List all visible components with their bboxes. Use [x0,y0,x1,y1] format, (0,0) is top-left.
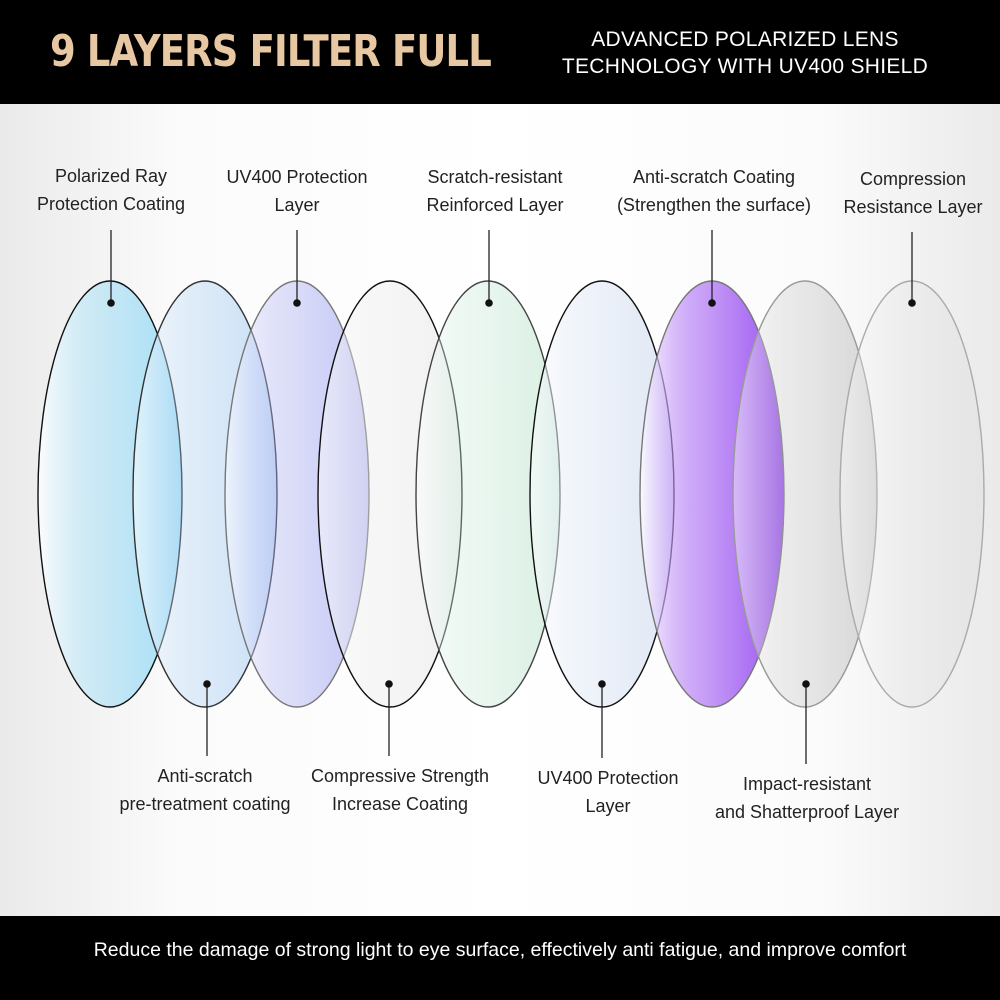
label-line: UV400 Protection [537,768,679,788]
layer-label-compression-resistance: Compression Resistance Layer [813,165,1000,221]
label-line: pre-treatment coating [119,794,291,814]
tagline-line-2: TECHNOLOGY WITH UV400 SHIELD [561,55,929,78]
label-line: Polarized Ray [54,166,168,186]
label-line: and Shatterproof Layer [714,802,900,822]
label-line: Resistance Layer [843,197,983,217]
header-tagline: ADVANCED POLARIZED LENS TECHNOLOGY WITH … [545,26,945,80]
layer-label-polarized-ray: Polarized Ray Protection Coating [11,162,211,218]
label-line: UV400 Protection [226,167,368,187]
label-line: Impact-resistant [742,774,872,794]
lens-layers-diagram [37,230,985,764]
top-callout-1-marker-dot [107,299,115,307]
label-line: Layer [274,195,320,215]
label-line: Protection Coating [36,194,186,214]
layer-label-impact-resistant: Impact-resistant and Shatterproof Layer [707,770,907,826]
bottom-callout-1-marker-dot [203,680,211,688]
label-line: Anti-scratch Coating [632,167,796,187]
layer-label-scratch-resistant: Scratch-resistant Reinforced Layer [395,163,595,219]
label-line: (Strengthen the surface) [616,195,812,215]
bottom-callout-4-marker-dot [802,680,810,688]
label-line: Layer [585,796,631,816]
callout-markers [107,230,916,764]
label-line: Compression [859,169,967,189]
layer-label-uv400-bottom: UV400 Protection Layer [508,764,708,820]
layer-label-uv400-top: UV400 Protection Layer [197,163,397,219]
tagline-line-1: ADVANCED POLARIZED LENS [591,28,899,51]
top-callout-4-marker-dot [708,299,716,307]
label-line: Compressive Strength [310,766,490,786]
footer-bar [0,916,1000,1000]
top-callout-3-marker-dot [485,299,493,307]
label-line: Anti-scratch [157,766,253,786]
label-line: Increase Coating [331,794,469,814]
layer-label-compressive-strength: Compressive Strength Increase Coating [300,762,500,818]
label-line: Scratch-resistant [427,167,563,187]
top-callout-5-marker-dot [908,299,916,307]
lens-stack [37,280,985,708]
top-callout-2-marker-dot [293,299,301,307]
layer-label-anti-scratch-coating: Anti-scratch Coating (Strengthen the sur… [614,163,814,219]
page-title: 9 LAYERS FILTER FULL [50,26,492,77]
lens-layer-9 [839,280,985,708]
label-line: Reinforced Layer [426,195,564,215]
bottom-callout-3-marker-dot [598,680,606,688]
footer-text: Reduce the damage of strong light to eye… [93,939,907,961]
header-bar [0,0,1000,104]
layer-label-anti-scratch-pretreatment: Anti-scratch pre-treatment coating [105,762,305,818]
bottom-callout-2-marker-dot [385,680,393,688]
